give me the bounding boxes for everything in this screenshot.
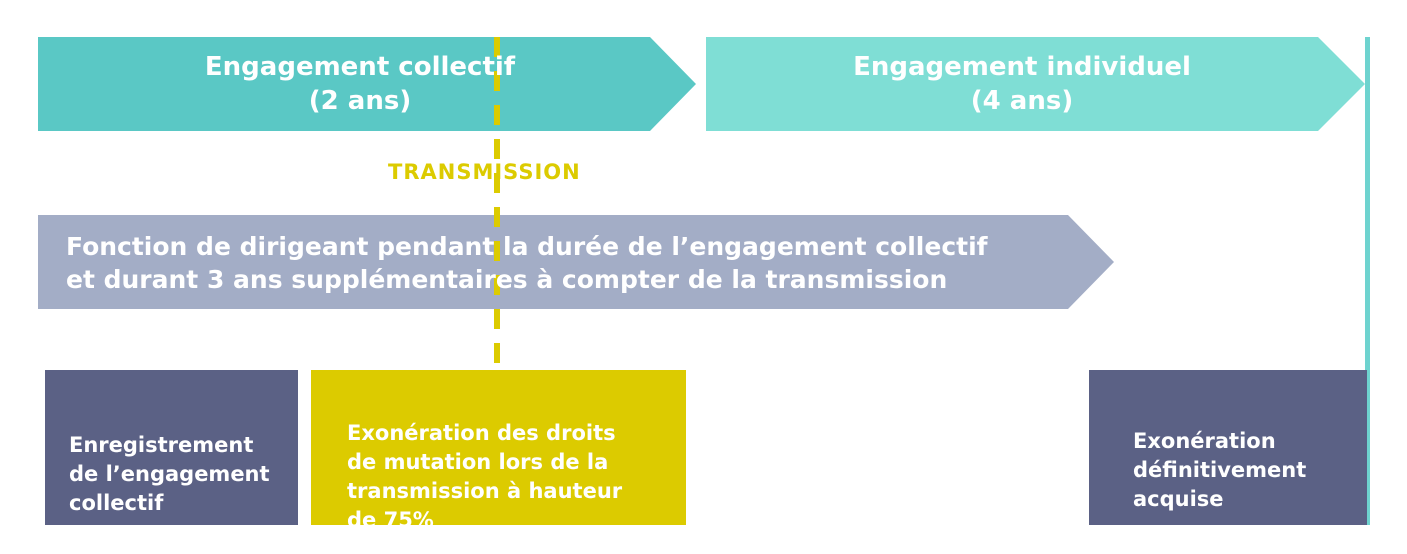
executive-function-label: Fonction de dirigeant pendant la durée d… (66, 232, 988, 294)
executive-function-arrow (38, 215, 1114, 309)
final-exemption-box: Exonération définitivement acquise (1089, 370, 1367, 525)
individual-engagement-arrow (706, 37, 1365, 131)
registration-box: Enregistrement de l’engagement collectif (45, 370, 298, 525)
final-exemption-text: Exonération définitivement acquise (1133, 429, 1307, 511)
transfer-exemption-text: Exonération des droits de mutation lors … (347, 421, 623, 532)
transmission-label: TRANSMISSION (388, 160, 581, 184)
collective-engagement-label: Engagement collectif (2 ans) (204, 52, 516, 116)
end-marker-line (1365, 37, 1370, 525)
individual-engagement-label: Engagement individuel (4 ans) (853, 52, 1191, 116)
transfer-exemption-box: Exonération des droits de mutation lors … (311, 370, 686, 532)
registration-box-text: Enregistrement de l’engagement collectif (69, 433, 270, 515)
collective-engagement-arrow (38, 37, 696, 131)
